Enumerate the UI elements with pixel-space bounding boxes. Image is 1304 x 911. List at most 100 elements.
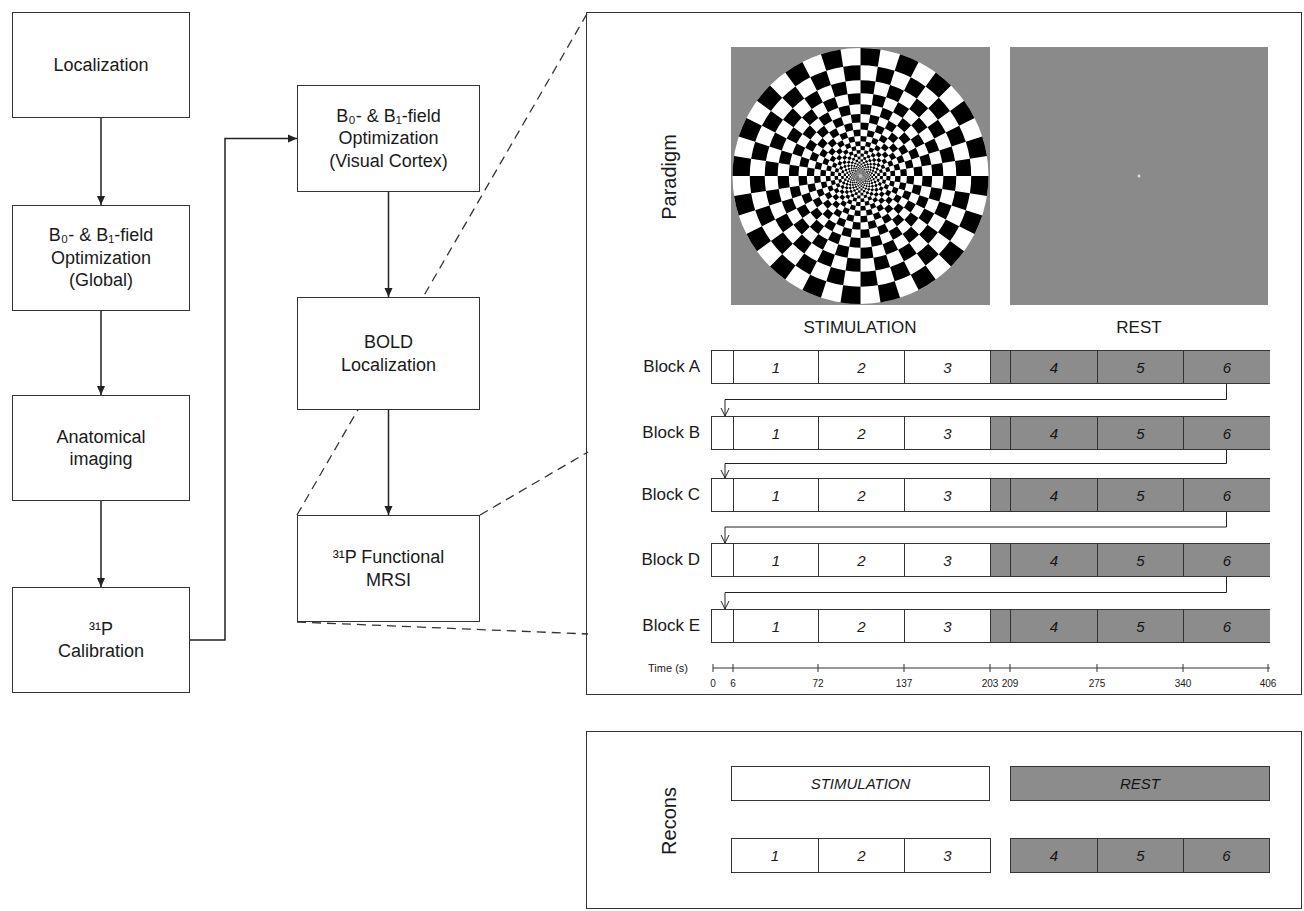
box-label: Anatomical imaging	[46, 426, 156, 471]
rest-screen	[1010, 47, 1268, 305]
segment-label: 6	[1223, 618, 1231, 635]
process-box: ³¹P Functional MRSI	[297, 515, 480, 622]
recon-segment: 3	[904, 838, 991, 873]
checkerboard	[733, 48, 989, 304]
axis-line	[713, 668, 1270, 669]
transition-segment	[990, 351, 1010, 383]
recon-segment: 6	[1183, 838, 1270, 873]
axis-tick	[1268, 664, 1269, 672]
axis-tick	[818, 664, 819, 672]
axis-tick-label: 275	[1089, 678, 1106, 689]
time-segment: 1	[733, 610, 818, 642]
axis-tick-label: 340	[1175, 678, 1192, 689]
transition-segment	[990, 479, 1010, 511]
box-label: B₀- & B₁-field Optimization (Visual Cort…	[319, 105, 459, 173]
segment-label: 4	[1050, 847, 1058, 864]
process-box: BOLD Localization	[297, 297, 480, 410]
segment-label: 6	[1223, 552, 1231, 569]
flow-arrow	[190, 139, 297, 641]
loop-arrow	[725, 449, 1227, 478]
time-segment: 5	[1097, 610, 1183, 642]
time-segment: 5	[1097, 544, 1183, 576]
time-segment: 2	[818, 417, 904, 449]
recon-segment: 4	[1010, 838, 1098, 873]
recon-segment: 1	[731, 838, 819, 873]
box-label: Localization	[53, 54, 148, 77]
transition-segment	[990, 544, 1010, 576]
segment-label: REST	[1120, 775, 1160, 792]
block-label: Block C	[641, 485, 700, 505]
time-segment: 4	[1010, 479, 1097, 511]
axis-tick-label: 406	[1260, 678, 1277, 689]
time-segment: 2	[818, 351, 904, 383]
loop-arrow	[725, 576, 1227, 609]
time-segment: 3	[904, 417, 990, 449]
segment-label: 5	[1136, 618, 1144, 635]
block-label: Block B	[642, 423, 700, 443]
condition-label: STIMULATION	[803, 318, 916, 338]
segment-label: 5	[1136, 552, 1144, 569]
time-segment: 3	[904, 479, 990, 511]
segment-label: 5	[1136, 359, 1144, 376]
segment-label: 3	[943, 618, 951, 635]
axis-tick-label: 137	[896, 678, 913, 689]
axis-title: Time (s)	[648, 662, 688, 674]
block-row: Block B123456	[711, 416, 1270, 450]
box-label: BOLD Localization	[334, 331, 444, 376]
segment-label: 1	[771, 847, 779, 864]
recon-segment: STIMULATION	[731, 766, 990, 801]
flow-arrow	[100, 311, 102, 395]
time-segment: 2	[818, 544, 904, 576]
axis-tick-label: 203	[982, 678, 999, 689]
stimulus-background	[731, 47, 990, 305]
time-segment: 3	[904, 610, 990, 642]
checker-disc	[733, 48, 989, 304]
block-label: Block E	[642, 616, 700, 636]
segment-label: 4	[1050, 487, 1058, 504]
recon-segment: 5	[1097, 838, 1184, 873]
flow-arrow	[100, 118, 102, 205]
block-label: Block D	[641, 550, 700, 570]
time-segment: 1	[733, 479, 818, 511]
zoom-line	[297, 12, 588, 515]
block-row: Block A123456	[711, 350, 1270, 384]
axis-tick	[1183, 664, 1184, 672]
checker-squares	[733, 48, 989, 304]
loop-arrow	[725, 383, 1227, 416]
box-label: B₀- & B₁-field Optimization (Global)	[26, 224, 176, 292]
axis-tick	[990, 664, 991, 672]
segment-label: 1	[772, 618, 780, 635]
recon-segment: 2	[818, 838, 905, 873]
time-segment: 6	[1183, 479, 1270, 511]
block-row: Block D123456	[711, 543, 1270, 577]
segment-label: 5	[1136, 487, 1144, 504]
segment-label: 3	[943, 552, 951, 569]
panel-title: Paradigm	[658, 134, 681, 220]
axis-tick	[713, 664, 714, 672]
axis-tick	[733, 664, 734, 672]
flow-arrow	[388, 410, 390, 515]
time-segment: 6	[1183, 351, 1270, 383]
time-segment: 1	[733, 351, 818, 383]
segment-label: 6	[1222, 847, 1230, 864]
time-segment: 4	[1010, 351, 1097, 383]
process-box: Localization	[12, 12, 190, 118]
time-segment: 6	[1183, 610, 1270, 642]
segment-label: 1	[772, 425, 780, 442]
transition-segment	[990, 610, 1010, 642]
segment-label: 4	[1050, 359, 1058, 376]
block-row: Block E123456	[711, 609, 1270, 643]
segment-label: 2	[857, 552, 865, 569]
detail-panel: ReconsSTIMULATIONREST123456	[586, 731, 1302, 909]
axis-tick	[904, 664, 905, 672]
time-segment: 6	[1183, 417, 1270, 449]
time-segment: 4	[1010, 610, 1097, 642]
block-label: Block A	[643, 357, 700, 377]
segment-label: 1	[772, 487, 780, 504]
recon-segment: REST	[1010, 766, 1270, 801]
time-segment: 4	[1010, 544, 1097, 576]
fixation-dot	[1138, 175, 1141, 178]
segment-label: 5	[1136, 425, 1144, 442]
process-box: B₀- & B₁-field Optimization (Visual Cort…	[297, 85, 480, 192]
segment-label: STIMULATION	[811, 775, 911, 792]
